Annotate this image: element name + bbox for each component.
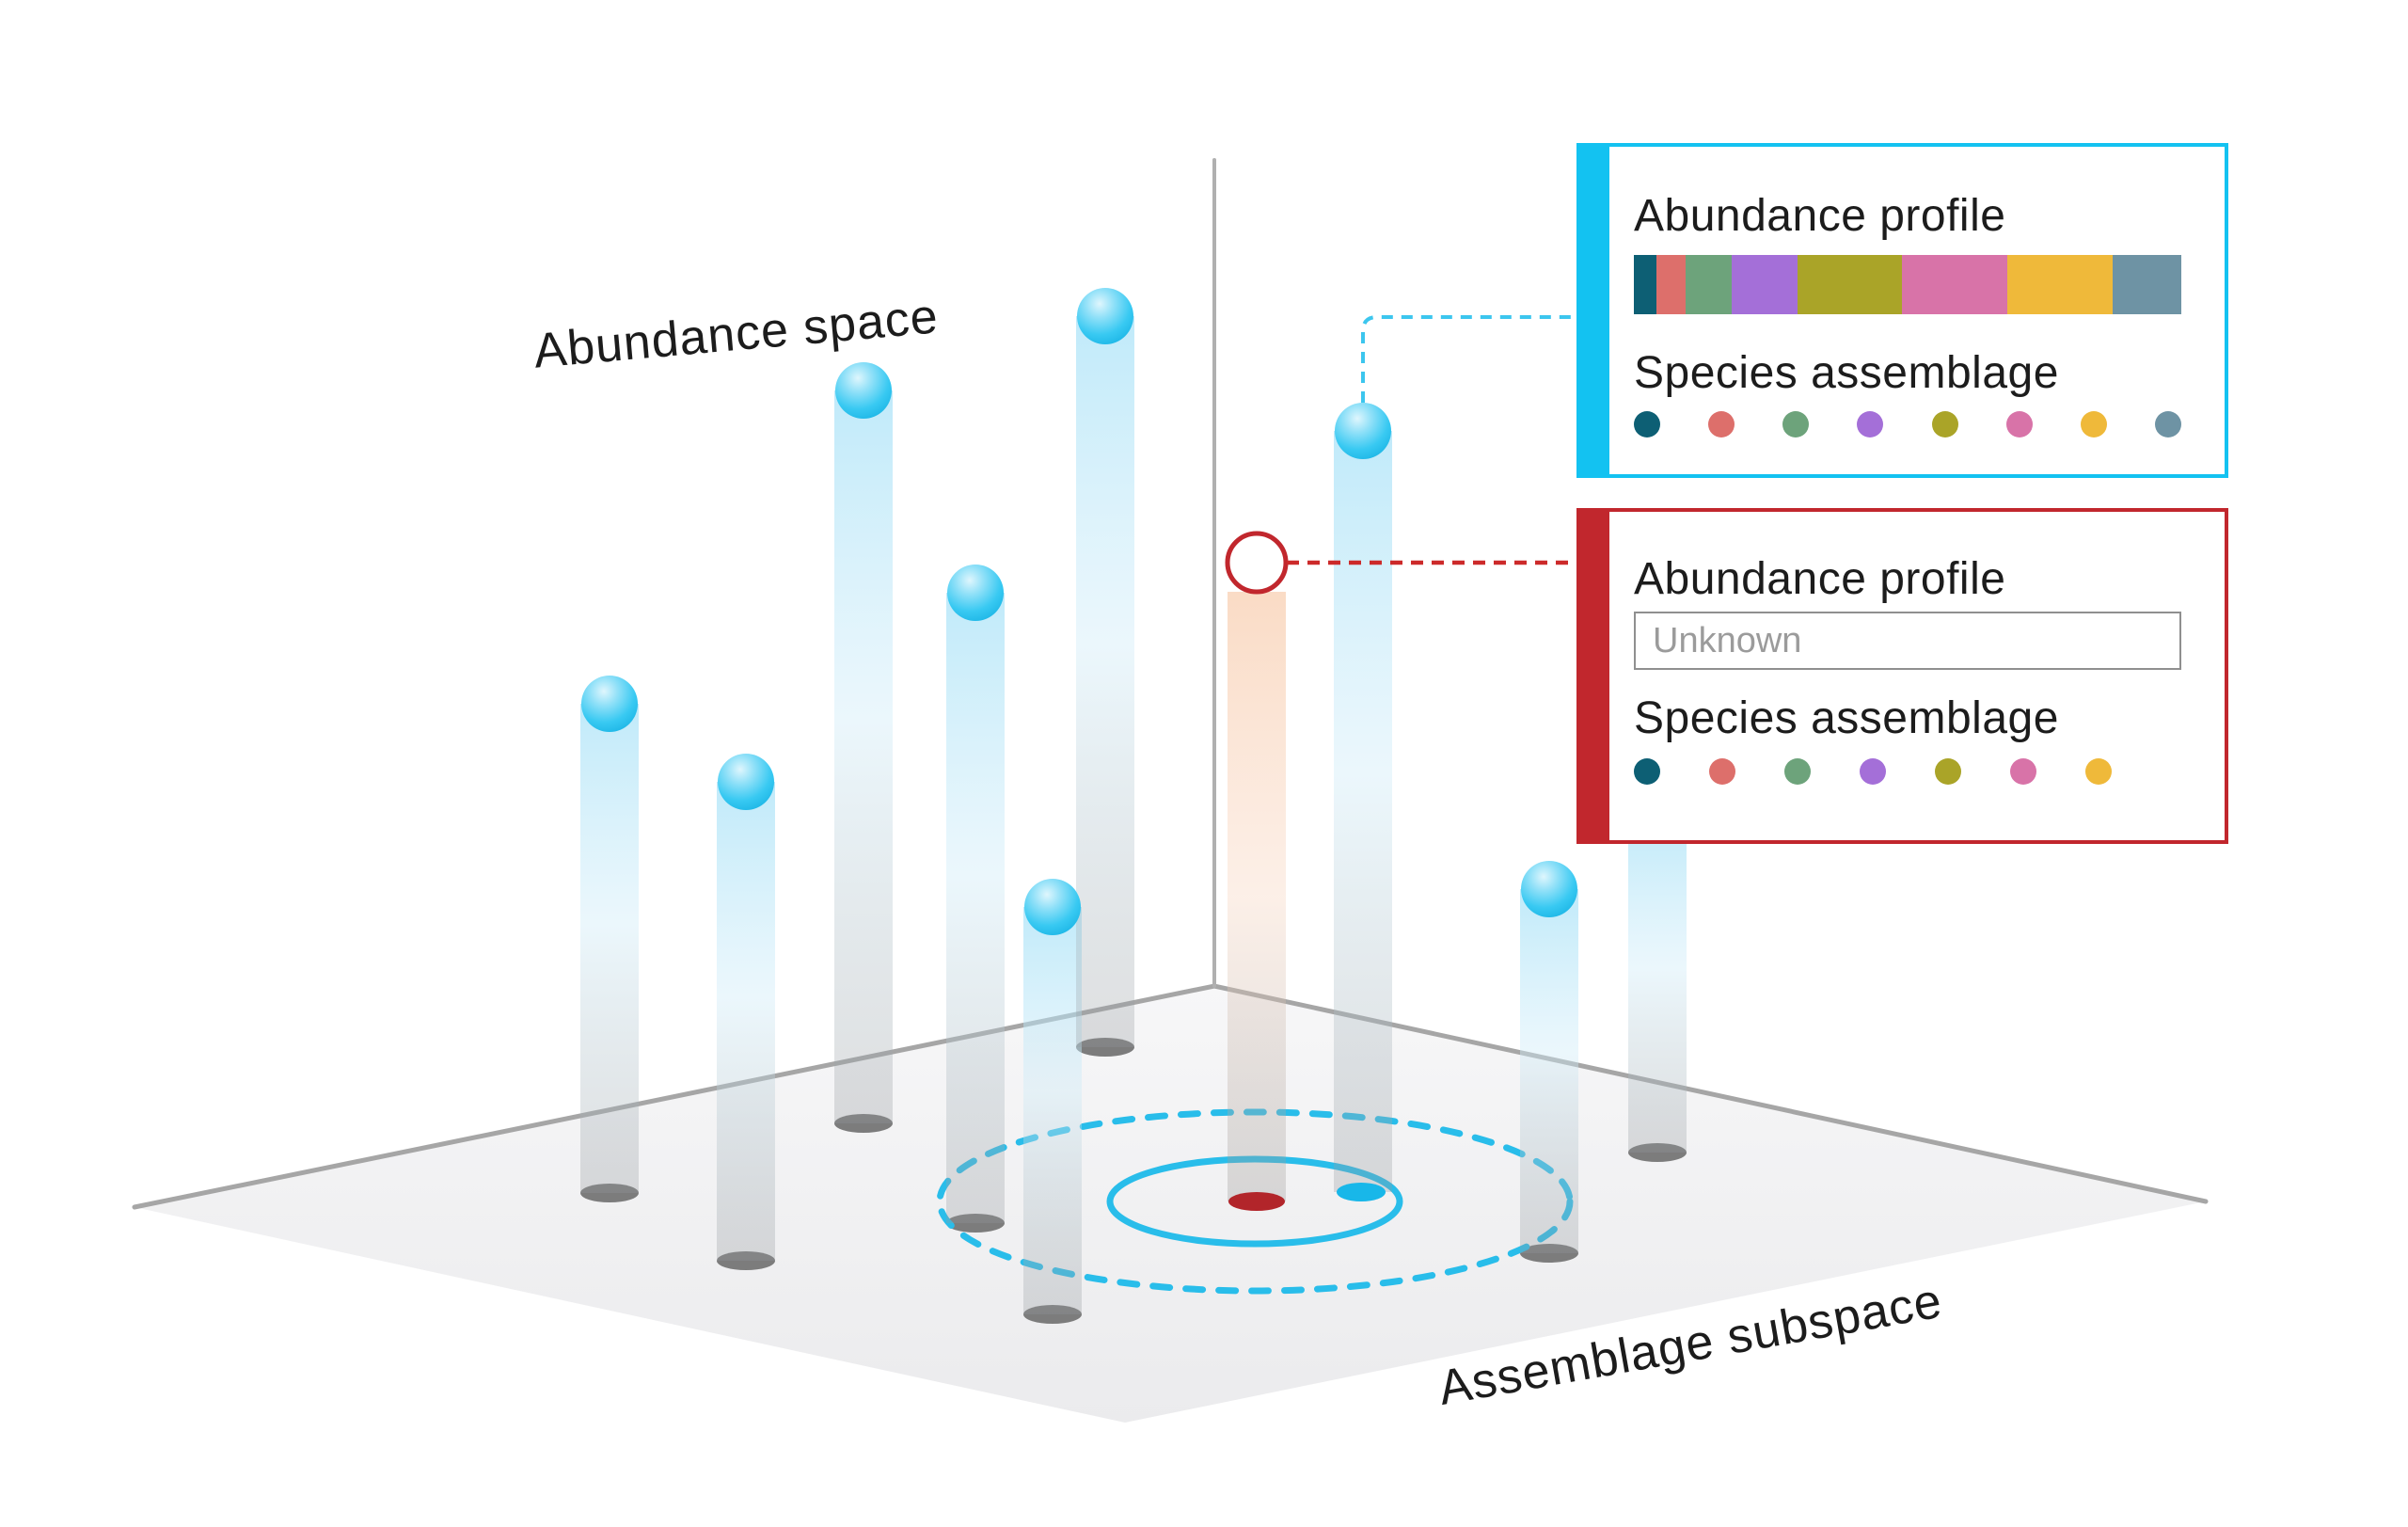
site-column — [1023, 907, 1082, 1314]
site-sphere — [1077, 288, 1133, 344]
abundance-space-label: Abundance space — [531, 289, 941, 378]
species-assemblage-title: Species assemblage — [1634, 693, 2059, 743]
unknown-profile-input[interactable] — [1634, 612, 2181, 670]
site-column — [1628, 819, 1687, 1153]
species-assemblage-title: Species assemblage — [1634, 348, 2059, 398]
species-dot-species-1 — [1634, 758, 1660, 785]
site-sphere — [835, 362, 892, 419]
site-sphere — [1024, 879, 1081, 935]
selected-site-base-dot — [1337, 1183, 1386, 1201]
site-column — [717, 782, 775, 1261]
site-column — [1076, 316, 1134, 1047]
site-sphere — [1335, 403, 1391, 459]
assemblage-subspace-floor — [135, 986, 2206, 1423]
abundance-bar-segment-species-1 — [1634, 255, 1657, 314]
abundance-profile-title: Abundance profile — [1634, 554, 2006, 604]
known-callout-connector — [1361, 315, 1576, 403]
abundance-bar-segment-species-2 — [1656, 255, 1687, 314]
species-dot-species-2 — [1708, 411, 1735, 437]
abundance-bar-segment-species-7 — [2007, 255, 2114, 314]
species-dot-species-5 — [1935, 758, 1961, 785]
unknown-site-callout: Abundance profile Species assemblage — [1576, 508, 2228, 844]
species-dot-species-5 — [1931, 411, 1958, 437]
species-dot-species-6 — [2005, 411, 2033, 437]
species-dot-species-3 — [1782, 411, 1810, 437]
site-sphere — [947, 565, 1004, 621]
abundance-bar-segment-species-6 — [1902, 255, 2008, 314]
species-dot-species-3 — [1784, 758, 1811, 785]
known-site-callout: Abundance profile Species assemblage — [1576, 143, 2228, 478]
unknown-site-marker — [1225, 531, 1289, 595]
unknown-site-base-dot — [1228, 1192, 1285, 1211]
unknown-site-column — [1228, 592, 1286, 1201]
species-dot-species-8 — [2154, 411, 2181, 437]
species-dot-species-1 — [1634, 411, 1660, 437]
species-assemblage-dots — [1634, 411, 2181, 437]
species-dot-species-2 — [1709, 758, 1735, 785]
abundance-bar-segment-species-5 — [1798, 255, 1903, 314]
abundance-bar-segment-species-8 — [2113, 255, 2182, 314]
site-column — [580, 704, 639, 1193]
site-sphere — [581, 676, 638, 732]
species-dot-species-4 — [1860, 758, 1886, 785]
site-sphere — [1521, 861, 1577, 917]
site-column — [1334, 431, 1392, 1192]
site-column — [946, 593, 1005, 1223]
site-column — [834, 390, 893, 1123]
unknown-callout-panel: Abundance profile Species assemblage — [1606, 508, 2228, 844]
species-dot-species-4 — [1857, 411, 1884, 437]
site-column — [1520, 889, 1578, 1253]
site-sphere — [718, 754, 774, 810]
known-callout-accent-bar — [1576, 143, 1606, 478]
unknown-callout-accent-bar — [1576, 508, 1606, 844]
known-callout-panel: Abundance profile Species assemblage — [1606, 143, 2228, 478]
species-dot-species-6 — [2010, 758, 2036, 785]
abundance-bar-segment-species-4 — [1731, 255, 1798, 314]
species-assemblage-dots — [1634, 758, 2112, 785]
abundance-profile-bar — [1634, 255, 2182, 314]
abundance-bar-segment-species-3 — [1686, 255, 1732, 314]
abundance-profile-title: Abundance profile — [1634, 191, 2006, 241]
species-dot-species-7 — [2085, 758, 2112, 785]
species-dot-species-7 — [2080, 411, 2107, 437]
